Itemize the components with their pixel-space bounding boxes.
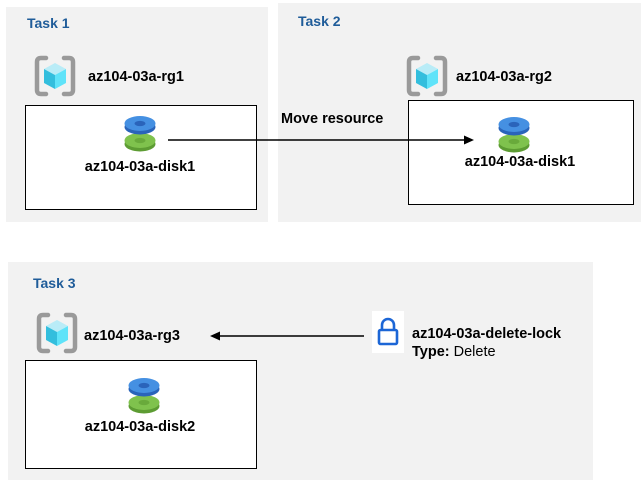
task3-rg-label: az104-03a-rg3 [84, 328, 180, 344]
delete-lock-type-value: Delete [453, 344, 496, 360]
task2-disk-label: az104-03a-disk1 [464, 154, 576, 170]
delete-lock-name: az104-03a-delete-lock [412, 326, 562, 342]
task1-rg-label: az104-03a-rg1 [88, 69, 184, 85]
task2-rg-label: az104-03a-rg2 [456, 69, 552, 85]
disk-icon [124, 116, 156, 152]
disk-icon [498, 117, 530, 153]
delete-lock-type-label: Type: [412, 344, 450, 360]
delete-lock-type: Type: Delete [412, 344, 496, 360]
lock-icon-background [372, 311, 404, 353]
resource-group-icon [36, 312, 78, 354]
disk-icon [128, 378, 160, 414]
resource-group-icon [34, 55, 76, 97]
resource-group-icon [406, 55, 448, 97]
delete-lock-arrow [210, 331, 364, 341]
task2-disk-box [408, 100, 634, 205]
task3-title: Task 3 [33, 275, 76, 291]
task3-disk-label: az104-03a-disk2 [84, 419, 196, 435]
task1-disk-label: az104-03a-disk1 [84, 159, 196, 175]
lock-icon [377, 317, 399, 346]
move-resource-label: Move resource [281, 111, 384, 127]
task2-title: Task 2 [298, 13, 341, 29]
move-resource-arrow [168, 135, 474, 145]
task1-title: Task 1 [27, 15, 70, 31]
